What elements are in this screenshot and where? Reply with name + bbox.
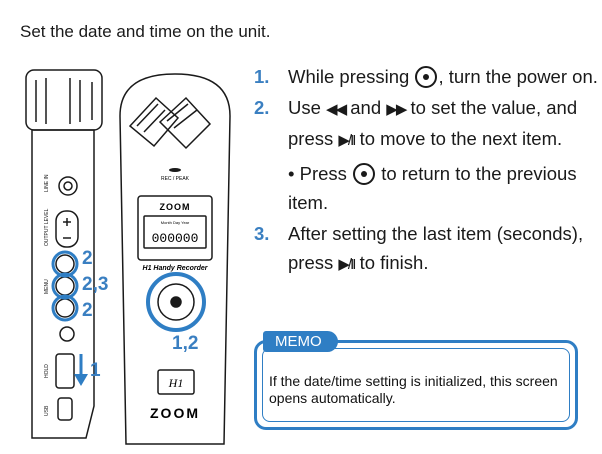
steps-list: 1. While pressing , turn the power on. 2… [254,62,598,279]
svg-text:H1 Handy Recorder: H1 Handy Recorder [143,265,209,272]
side-highlights [51,250,79,322]
svg-text:LINE IN: LINE IN [44,174,50,192]
step-2: 2. Use ◀◀ and ▶▶ to set the value, and p… [254,97,578,149]
callout-2-3: 2,3 [82,274,108,295]
memo-tag: MEMO [263,331,338,352]
svg-text:MENU: MENU [44,279,50,294]
rewind-icon: ◀◀ [326,101,347,118]
front-view [119,73,231,445]
step-1: 1. While pressing , turn the power on. [254,66,598,88]
hold-arrow [74,354,88,386]
center-button-icon [353,163,376,185]
callout-2a: 2 [82,248,93,269]
svg-text:H1: H1 [168,376,184,390]
play-pause-icon: ▶/II [338,132,356,149]
memo-box: MEMO If the date/time setting is initial… [254,331,578,430]
svg-text:REC / PEAK: REC / PEAK [161,176,190,182]
play-pause-icon: ▶/II [338,256,356,273]
svg-text:Month Day Year: Month Day Year [161,220,190,225]
side-labels: LINE IN OUTPUT LEVEL MENU HOLD USB [44,174,50,416]
callout-2b: 2 [82,300,93,321]
step-3: 3. After setting the last item (seconds)… [254,223,584,273]
rec-led [169,168,181,172]
side-view [25,69,103,439]
svg-text:OUTPUT LEVEL: OUTPUT LEVEL [44,208,50,246]
brand-logo: ZOOM [150,405,200,421]
fast-forward-icon: ▶▶ [386,101,407,118]
callout-1-2: 1,2 [172,333,198,354]
callout-1: 1 [90,360,101,381]
svg-text:USB: USB [44,405,50,416]
intro-text: Set the date and time on the unit. [20,22,271,41]
memo-text: If the date/time setting is initialized,… [269,373,558,406]
center-button-icon [415,66,438,88]
device-illustration: LINE IN OUTPUT LEVEL MENU HOLD USB 2 2,3… [25,69,231,445]
substep: • Press to return to the previous item. [288,163,577,213]
svg-text:HOLD: HOLD [44,364,50,378]
lcd-digits: 000000 [152,231,199,246]
svg-text:ZOOM: ZOOM [160,202,191,212]
